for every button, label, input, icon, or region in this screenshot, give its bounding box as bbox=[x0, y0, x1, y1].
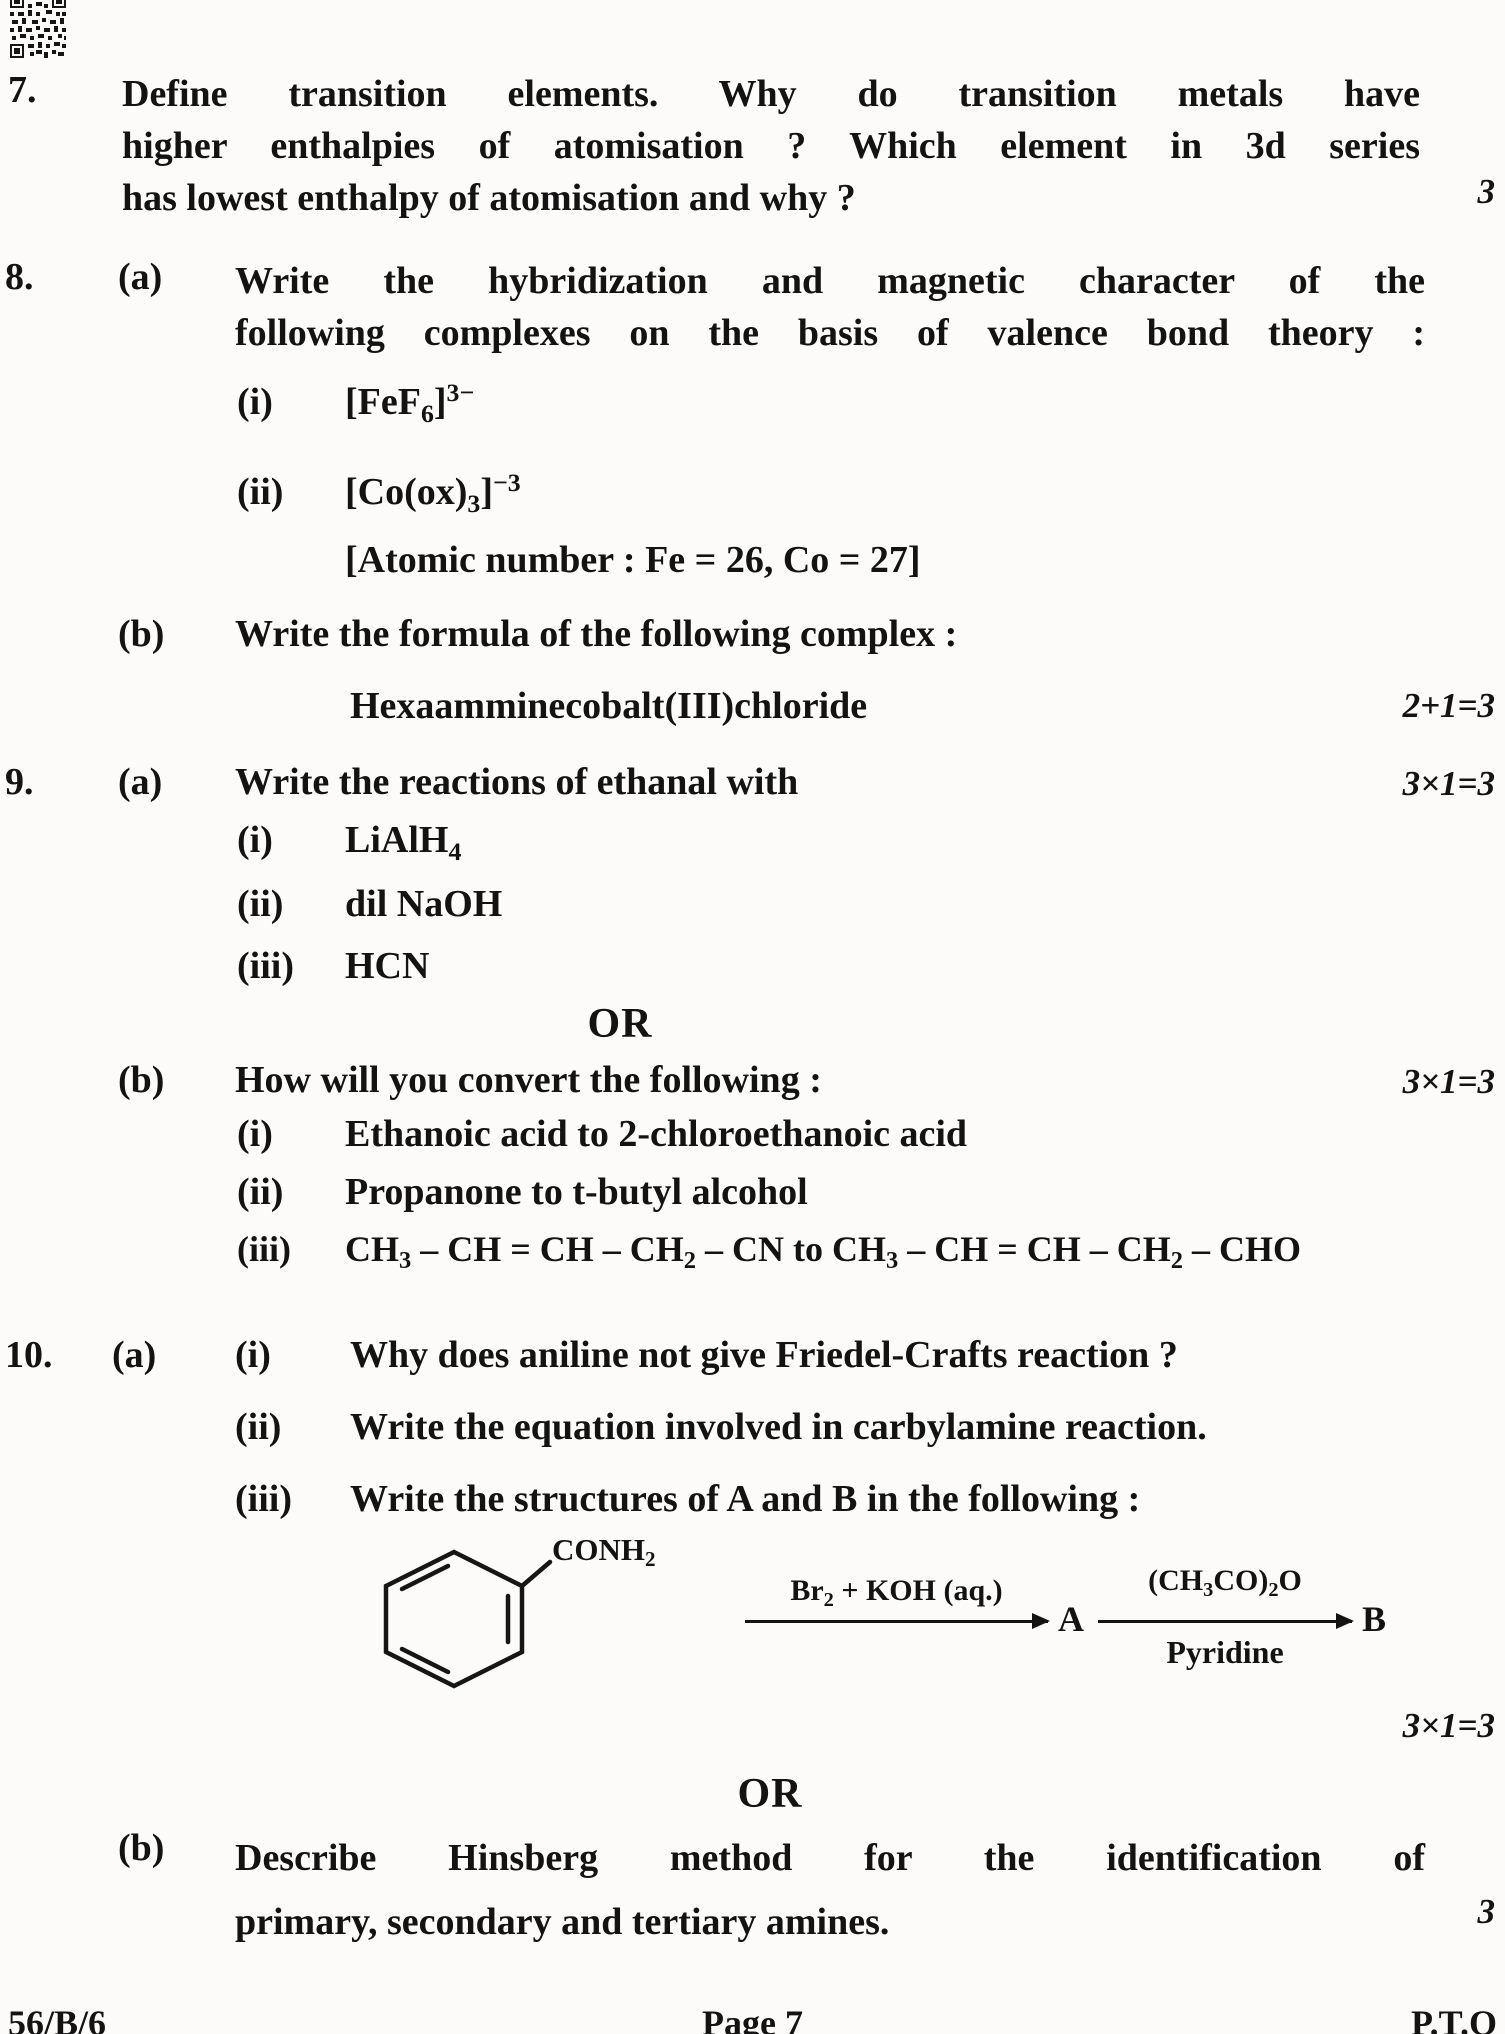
question-9b-marks: 3×1=3 bbox=[1402, 1062, 1495, 1101]
question-8a-line-1: Write the hybridization and magnetic cha… bbox=[235, 260, 1425, 302]
question-10a-label: (a) bbox=[112, 1334, 157, 1376]
question-8a-line-2: following complexes on the basis of vale… bbox=[235, 312, 1425, 354]
question-9b-item-iii: (iii) CH3 – CH = CH – CH2 – CN to CH3 – C… bbox=[237, 1228, 1301, 1275]
item-text: Write the equation involved in carbylami… bbox=[350, 1406, 1207, 1448]
question-10b-text: Describe Hinsberg method for the identif… bbox=[235, 1826, 1425, 1954]
question-9b-item-i: (i) Ethanoic acid to 2-chloroethanoic aci… bbox=[237, 1112, 967, 1156]
item-label: (ii) bbox=[237, 883, 284, 925]
item-label: (i) bbox=[235, 1334, 271, 1376]
item-text: Write the structures of A and B in the f… bbox=[350, 1478, 1141, 1520]
question-10a-marks: 3×1=3 bbox=[1402, 1706, 1495, 1745]
question-9b-item-ii: (ii) Propanone to t-butyl alcohol bbox=[237, 1170, 808, 1214]
item-text: Ethanoic acid to 2-chloroethanoic acid bbox=[345, 1113, 968, 1155]
question-9b-label: (b) bbox=[118, 1059, 165, 1101]
question-9a-item-ii: (ii) dil NaOH bbox=[237, 882, 502, 926]
reagent-2-bottom-label: Pyridine bbox=[1166, 1634, 1284, 1670]
formula-lialh4: LiAlH4 bbox=[345, 819, 462, 866]
question-7-number: 7. bbox=[8, 69, 37, 111]
item-text: Propanone to t-butyl alcohol bbox=[345, 1171, 808, 1213]
item-label: (ii) bbox=[237, 1171, 284, 1213]
item-label: (ii) bbox=[235, 1406, 282, 1448]
reagent-1-label: Br2 + KOH (aq.) bbox=[790, 1574, 1003, 1612]
item-label: (i) bbox=[237, 819, 273, 861]
item-label: (ii) bbox=[237, 471, 284, 513]
item-label: (iii) bbox=[237, 945, 294, 987]
reaction-arrow-1 bbox=[745, 1613, 1050, 1629]
question-8b-text: Write the formula of the following compl… bbox=[235, 613, 958, 655]
reagent-2-top-label: (CH3CO)2O bbox=[1148, 1564, 1302, 1602]
pto-label: P.T.O bbox=[1410, 2003, 1497, 2034]
intermediate-a-label: A bbox=[1058, 1599, 1084, 1639]
question-8-marks: 2+1=3 bbox=[1402, 686, 1495, 725]
question-9a-item-iii: (iii) HCN bbox=[237, 944, 429, 988]
benzene-ring-structure bbox=[383, 1549, 553, 1689]
question-10a-item-i: (i) Why does aniline not give Friedel-Cra… bbox=[235, 1333, 1178, 1377]
question-8b-label: (b) bbox=[118, 613, 165, 655]
question-7-line-2: higher enthalpies of atomisation ? Which… bbox=[122, 125, 1420, 167]
or-divider-2: OR bbox=[737, 1771, 803, 1817]
substituent-conh2-label: CONH2 bbox=[552, 1532, 656, 1572]
question-9a-text: Write the reactions of ethanal with bbox=[235, 761, 799, 803]
compound-name: Hexaamminecobalt(III)chloride bbox=[350, 685, 868, 727]
question-8a-label: (a) bbox=[118, 256, 163, 298]
formula-nitrile-chain: CH3 – CH = CH – CH2 – CN to CH3 – CH = C… bbox=[345, 1229, 1301, 1275]
item-label: (i) bbox=[237, 381, 273, 423]
item-text: Why does aniline not give Friedel-Crafts… bbox=[350, 1334, 1178, 1376]
question-10a-item-iii: (iii) Write the structures of A and B in … bbox=[235, 1477, 1140, 1521]
paper-code: 56/B/6 bbox=[8, 2003, 107, 2034]
question-7-line-3: has lowest enthalpy of atomisation and w… bbox=[122, 177, 856, 219]
question-8a-item-ii: (ii) [Co(ox)3]−3 bbox=[237, 467, 521, 518]
question-7-marks: 3 bbox=[1477, 172, 1496, 211]
question-10-number: 10. bbox=[5, 1334, 53, 1376]
question-7-text: Define transition elements. Why do trans… bbox=[122, 68, 1420, 224]
question-10b-label: (b) bbox=[118, 1827, 165, 1869]
item-label: (iii) bbox=[237, 1229, 291, 1269]
question-8-number: 8. bbox=[5, 256, 34, 298]
formula-fef6: [FeF6]3− bbox=[345, 377, 475, 428]
question-9b-text: How will you convert the following : bbox=[235, 1059, 822, 1101]
question-9a-marks: 3×1=3 bbox=[1402, 764, 1495, 803]
item-label: (iii) bbox=[235, 1478, 292, 1520]
qr-code-icon bbox=[8, 0, 68, 60]
item-text: HCN bbox=[345, 945, 430, 987]
question-9a-label: (a) bbox=[118, 761, 163, 803]
question-8a-item-i: (i) [FeF6]3− bbox=[237, 377, 475, 428]
item-label: (i) bbox=[237, 1113, 273, 1155]
formula-co-ox3: [Co(ox)3]−3 bbox=[345, 467, 521, 518]
question-10b-line-1: Describe Hinsberg method for the identif… bbox=[235, 1837, 1425, 1879]
reaction-arrow-2 bbox=[1098, 1613, 1354, 1629]
question-9-number: 9. bbox=[5, 761, 34, 803]
question-10b-line-2: primary, secondary and tertiary amines. bbox=[235, 1901, 890, 1943]
question-8a-text: Write the hybridization and magnetic cha… bbox=[235, 255, 1425, 359]
question-7-line-1: Define transition elements. Why do trans… bbox=[122, 73, 1420, 115]
qr-code-graphic bbox=[8, 0, 68, 60]
item-text: dil NaOH bbox=[345, 883, 503, 925]
question-10b-marks: 3 bbox=[1477, 1892, 1496, 1931]
atomic-number-note: [Atomic number : Fe = 26, Co = 27] bbox=[345, 539, 921, 581]
page-number: Page 7 bbox=[702, 2003, 803, 2034]
product-b-label: B bbox=[1362, 1599, 1387, 1639]
question-10a-item-ii: (ii) Write the equation involved in carby… bbox=[235, 1405, 1207, 1449]
or-divider-1: OR bbox=[587, 1001, 653, 1047]
question-9a-item-i: (i) LiAlH4 bbox=[237, 818, 462, 866]
